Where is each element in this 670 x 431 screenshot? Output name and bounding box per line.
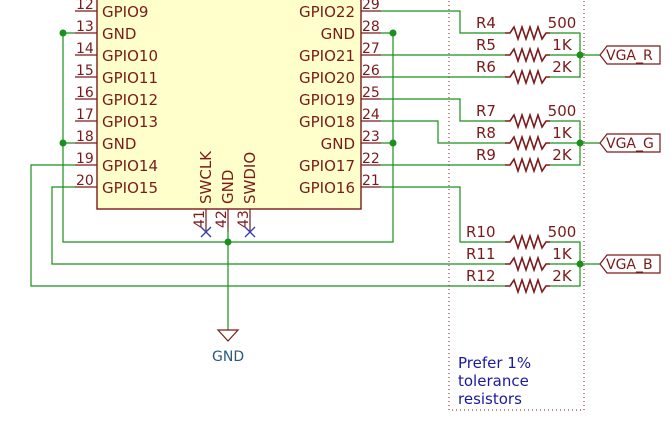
left-pin-name: GPIO12 [102,91,158,109]
net-label-flag-icon [599,254,661,274]
left-pin-number: 18 [76,129,94,145]
right-pin-number: 28 [362,19,380,35]
right-pin-name: GND [321,135,355,153]
right-pin-name: GPIO22 [299,3,355,21]
resistor-ref: R6 [476,58,496,76]
resistor-ref: R4 [476,14,496,32]
left-pin-name: GPIO11 [102,69,158,87]
resistor-value: 500 [548,102,577,120]
bottom-pin-name: SWDIO [241,152,259,204]
bottom-pin-number: 43 [236,210,252,228]
resistor-value: 2K [552,58,573,76]
bottom-pin-name: GND [219,170,237,204]
left-pin-name: GND [102,25,136,43]
left-pin-number: 16 [76,85,94,101]
net-label: VGA_G [606,136,654,152]
resistor-value: 2K [552,267,573,285]
resistor-value: 1K [552,245,573,263]
right-pin-number: 27 [362,41,380,57]
resistor-ref: R9 [476,146,496,164]
resistor-ref: R12 [466,267,496,285]
resistor-value: 500 [548,14,577,32]
right-pin-number: 21 [362,173,380,189]
no-connect-icon [200,226,212,238]
junctions [59,29,584,268]
note-line-1: Prefer 1% [458,354,531,372]
note-box [448,0,585,411]
left-pin-number: 19 [76,151,94,167]
note-line-3: resistors [458,390,522,408]
note-line-2: tolerance [458,372,529,390]
right-pin-number: 25 [362,85,380,101]
bottom-pin-number: 41 [192,210,208,228]
right-pin-number: 24 [362,107,380,123]
no-connect-icon [244,226,256,238]
left-pin-name: GPIO15 [102,179,158,197]
left-pin-name: GPIO10 [102,47,158,65]
resistor-icon [505,46,550,64]
resistor-value: 2K [552,146,573,164]
resistor-icon [505,68,550,86]
resistor-ref: R8 [476,124,496,142]
resistor-value: 1K [552,36,573,54]
ground-symbol [216,329,240,342]
resistor-icon [505,255,550,273]
left-pin-name: GPIO9 [102,3,148,21]
resistor-icon [505,112,550,130]
gnd-label: GND [212,349,244,365]
net-label: VGA_B [606,257,653,273]
left-pin-name: GND [102,135,136,153]
resistor-icon [505,233,550,251]
left-pin-name: GPIO13 [102,113,158,131]
ic-body [96,0,362,210]
right-pin-name: GPIO17 [299,157,355,175]
right-pin-number: 22 [362,151,380,167]
net-label-flag-icon [599,45,661,65]
resistor-icon [505,156,550,174]
left-pin-name: GPIO14 [102,157,158,175]
resistor-ref: R10 [466,223,496,241]
right-pin-name: GPIO20 [299,69,355,87]
right-pin-name: GPIO19 [299,91,355,109]
left-pin-number: 20 [76,173,94,189]
right-pin-name: GPIO16 [299,179,355,197]
right-pin-group: 29GPIO2228GND27GPIO2126GPIO2025GPIO1924G… [299,0,381,197]
left-pin-number: 14 [76,41,94,57]
right-pin-name: GPIO21 [299,47,355,65]
resistor-icon [505,24,550,42]
left-pin-number: 12 [76,0,94,13]
resistor-icon [505,134,550,152]
left-pin-number: 17 [76,107,94,123]
right-pin-number: 26 [362,63,380,79]
bottom-pin-number: 42 [214,210,230,228]
left-pin-number: 13 [76,19,94,35]
net-label-flag-icon [599,133,661,153]
resistor-ref: R7 [476,102,496,120]
resistor-icon [505,277,550,295]
right-pin-number: 23 [362,129,380,145]
resistor-ref: R5 [476,36,496,54]
left-pin-number: 15 [76,63,94,79]
right-pin-name: GND [321,25,355,43]
resistor-value: 500 [548,223,577,241]
resistor-value: 1K [552,124,573,142]
bottom-pin-name: SWCLK [197,150,215,204]
net-label-group: VGA_R VGA_G VGA_B [599,45,661,274]
bottom-pin-group: SWCLK 41 GND 42 SWDIO 43 [192,150,259,238]
resistor-ref: R11 [466,245,496,263]
net-label: VGA_R [606,48,653,64]
right-pin-number: 29 [362,0,380,13]
right-pin-name: GPIO18 [299,113,355,131]
